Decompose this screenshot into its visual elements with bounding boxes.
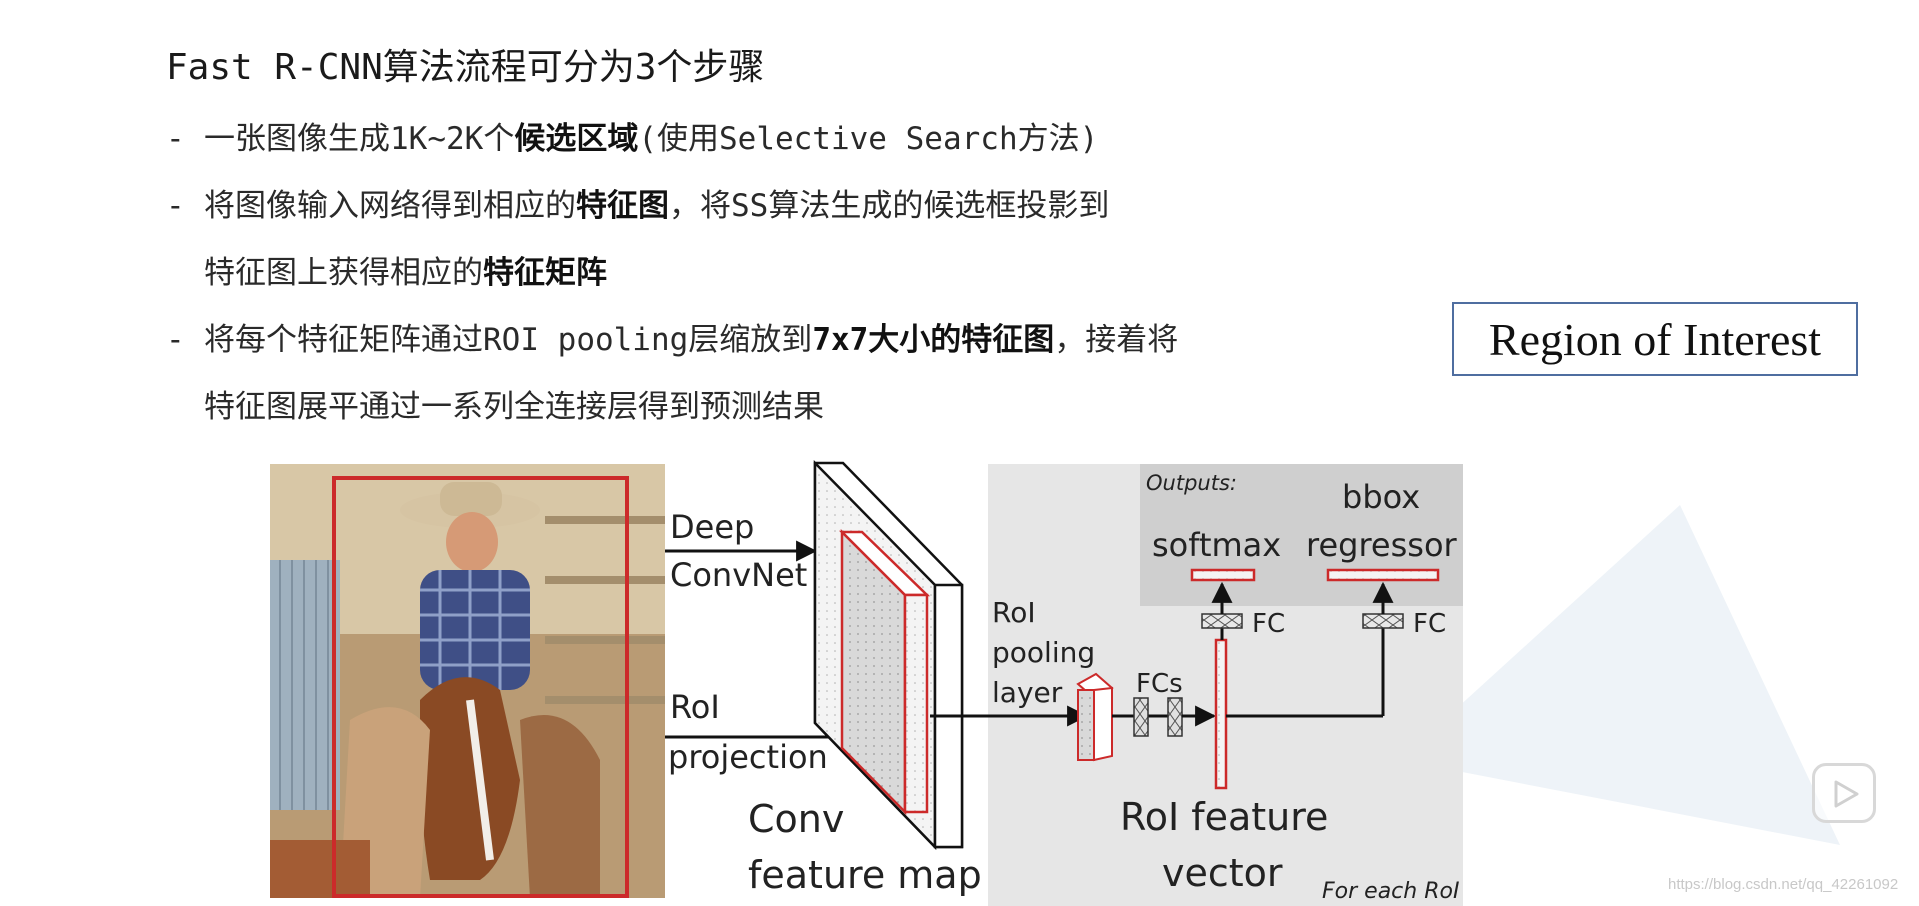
bullet-2-text: 将图像输入网络得到相应的 (204, 188, 576, 224)
roi-pooling-label-2: pooling (992, 636, 1095, 669)
bullet-dash: - (166, 322, 185, 358)
fc-right-label: FC (1413, 609, 1446, 639)
roi-pooling-label-1: RoI (992, 596, 1036, 629)
fc-layer-1 (1133, 697, 1149, 737)
deep-convnet-label-2: ConvNet (670, 556, 807, 594)
bbox-label: bbox (1342, 478, 1420, 516)
bullet-dash: - (166, 188, 185, 224)
roi-projection-label-2: projection (668, 738, 828, 776)
regressor-label: regressor (1306, 526, 1458, 564)
bullet-dash: - (166, 121, 185, 157)
softmax-label: softmax (1152, 526, 1281, 564)
bullet-3-text: 将每个特征矩阵通过ROI pooling层缩放到 (204, 322, 813, 358)
roi-pooling-label-3: layer (992, 676, 1063, 709)
bullet-1-bold: 候选区域 (514, 121, 639, 157)
input-image-photo (270, 464, 665, 898)
conv-feature-map-label-2: feature map (748, 853, 982, 897)
fc-left-label: FC (1252, 609, 1285, 639)
video-play-button[interactable] (1812, 763, 1876, 823)
for-each-roi-label: For each RoI (1322, 879, 1459, 904)
slide-title: Fast R-CNN算法流程可分为3个步骤 (166, 47, 765, 88)
watermark-url: https://blog.csdn.net/qq_42261092 (1668, 876, 1899, 893)
fc-right-block (1362, 613, 1404, 629)
fcs-label: FCs (1136, 669, 1183, 699)
bullet-1-tail: (使用Selective Search方法) (638, 121, 1099, 157)
bullet-3-line2: 特征图展平通过一系列全连接层得到预测结果 (204, 389, 824, 425)
deep-convnet-label-1: Deep (670, 508, 754, 546)
play-icon (1834, 780, 1859, 808)
bullet-2-tail: ，将SS算法生成的候选框投影到 (669, 188, 1110, 224)
roi-feature-vector-label-2: vector (1162, 851, 1283, 895)
roi-feature-vector-bar (1214, 638, 1228, 790)
bullet-3-tail: ，接着将 (1054, 322, 1179, 358)
bullet-2-line2: 特征图上获得相应的特征矩阵 (204, 247, 607, 292)
softmax-output-bar (1190, 568, 1256, 582)
roi-feature-vector-label-1: RoI feature (1120, 795, 1328, 839)
fc-left-block (1201, 613, 1243, 629)
region-of-interest-callout: Region of Interest (1452, 302, 1858, 376)
conv-feature-map-label-1: Conv (748, 797, 844, 841)
bullet-3: -将每个特征矩阵通过ROI pooling层缩放到7x7大小的特征图，接着将 (166, 314, 1178, 359)
fc-layer-2 (1167, 697, 1183, 737)
outputs-label: Outputs: (1146, 471, 1237, 495)
bullet-2-bold: 特征图 (576, 188, 669, 224)
bullet-2-line2-text: 特征图上获得相应的 (204, 255, 483, 291)
bullet-3-bold: 7x7大小的特征图 (812, 322, 1055, 358)
bullet-2-line2-bold: 特征矩阵 (483, 255, 607, 291)
bullet-2: -将图像输入网络得到相应的特征图，将SS算法生成的候选框投影到 (166, 180, 1109, 225)
bullet-1: -一张图像生成1K~2K个候选区域(使用Selective Search方法) (166, 113, 1098, 158)
pooled-feature-block (1076, 672, 1114, 762)
bullet-1-text: 一张图像生成1K~2K个 (204, 121, 515, 157)
outputs-panel (1140, 464, 1463, 606)
bbox-output-bar (1326, 568, 1440, 582)
conv-feature-map-slab (813, 459, 964, 851)
roi-projection-label-1: RoI (670, 688, 720, 726)
